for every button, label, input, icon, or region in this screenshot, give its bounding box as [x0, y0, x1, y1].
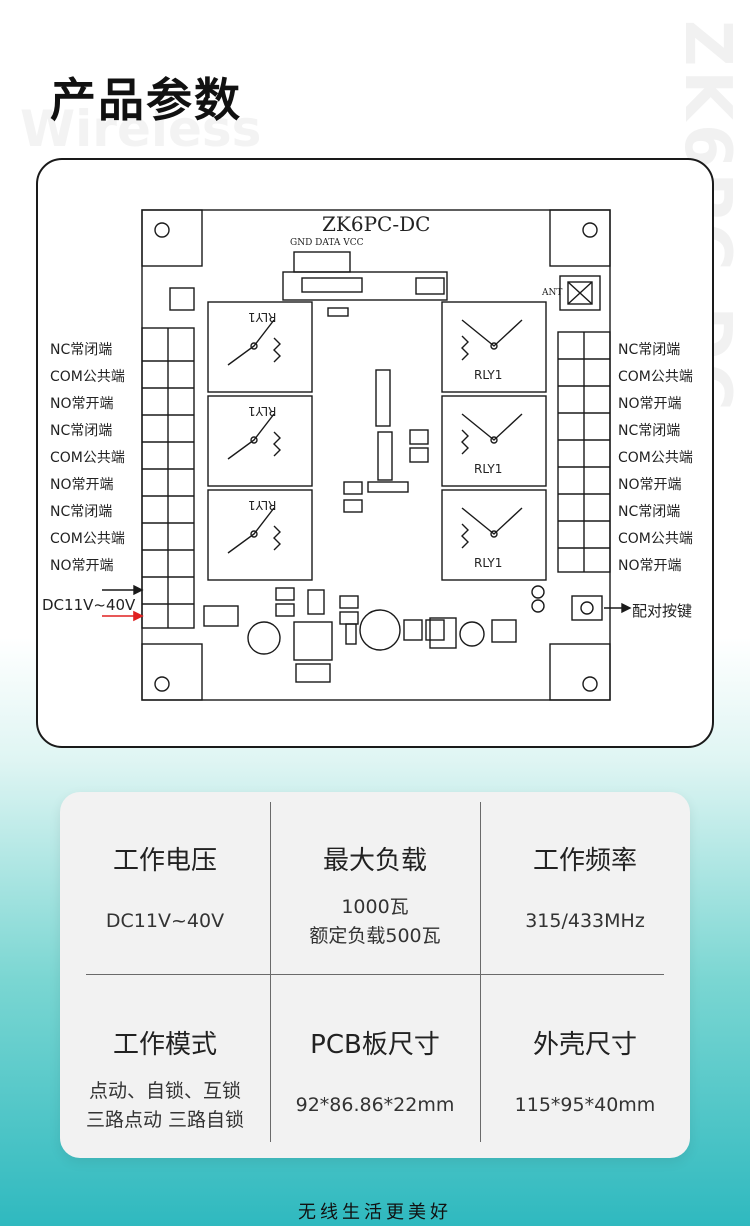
relay-right-3	[441, 489, 547, 581]
divider	[86, 974, 664, 975]
right-terminal-label: COM公共端	[618, 450, 693, 466]
spec-value: 点动、自锁、互锁	[88, 1080, 241, 1102]
left-terminal-label: NO常开端	[50, 558, 114, 574]
ant-label: ANT	[542, 288, 563, 298]
spec-value: 1000瓦	[341, 896, 409, 918]
spec-value: 三路点动 三路自锁	[85, 1109, 245, 1131]
spec-value: 115*95*40mm	[514, 1094, 656, 1116]
left-terminal-label: NC常闭端	[50, 423, 113, 439]
relay-label-left-3: RLY1	[248, 498, 277, 512]
left-terminal-label: COM公共端	[50, 450, 125, 466]
spec-value: 92*86.86*22mm	[295, 1094, 455, 1116]
left-terminal-label: COM公共端	[50, 369, 125, 385]
right-terminal-label: NO常开端	[618, 558, 682, 574]
power-input-label: DC11V~40V	[42, 596, 136, 614]
divider	[480, 802, 481, 1142]
left-terminal-label: NO常开端	[50, 477, 114, 493]
spec-shell-size: 外壳尺寸 115*95*40mm	[480, 1024, 690, 1120]
specs-card: 工作电压 DC11V~40V 最大负载 1000瓦 额定负载500瓦 工作频率 …	[60, 792, 690, 1158]
spec-max-load: 最大负载 1000瓦 额定负载500瓦	[270, 840, 480, 951]
relay-label-2: RLY1	[474, 462, 503, 476]
background-watermark: Wireless	[20, 100, 262, 158]
page-title: 产品参数	[50, 73, 242, 127]
pair-button-label: 配对按键	[632, 602, 693, 620]
spec-value: 315/433MHz	[525, 910, 645, 932]
relay-right-2	[441, 395, 547, 487]
right-terminal-label: NC常闭端	[618, 504, 681, 520]
spec-voltage: 工作电压 DC11V~40V	[60, 840, 270, 936]
board-title: ZK6PC-DC	[322, 212, 431, 236]
spec-title: 工作模式	[112, 1030, 217, 1060]
pcb-diagram	[102, 209, 632, 701]
left-terminal-label: NO常开端	[50, 396, 114, 412]
wiring-diagram-frame: ZK6PC-DC GND DATA VCC ANT RLY1 RLY1 RLY1…	[36, 158, 714, 748]
right-terminal-label: NO常开端	[618, 396, 682, 412]
right-terminal-label: NC常闭端	[618, 342, 681, 358]
spec-value: DC11V~40V	[105, 910, 225, 932]
spec-work-mode: 工作模式 点动、自锁、互锁 三路点动 三路自锁	[60, 1024, 270, 1135]
right-terminal-label: COM公共端	[618, 369, 693, 385]
spec-pcb-size: PCB板尺寸 92*86.86*22mm	[270, 1024, 480, 1120]
right-terminal-label: NO常开端	[618, 477, 682, 493]
relay-label-3: RLY1	[474, 556, 503, 570]
right-terminal-label: NC常闭端	[618, 423, 681, 439]
relay-label-left-1: RLY1	[248, 310, 277, 324]
left-terminal-label: NC常闭端	[50, 342, 113, 358]
relay-left-2	[207, 395, 313, 487]
relay-label-1: RLY1	[474, 368, 503, 382]
right-terminal-label: COM公共端	[618, 531, 693, 547]
spec-title: PCB板尺寸	[310, 1030, 440, 1060]
header-pins-label: GND DATA VCC	[290, 238, 364, 248]
relay-left-3	[207, 489, 313, 581]
left-terminal-label: COM公共端	[50, 531, 125, 547]
spec-title: 外壳尺寸	[532, 1030, 637, 1060]
spec-frequency: 工作频率 315/433MHz	[480, 840, 690, 936]
left-terminal-label: NC常闭端	[50, 504, 113, 520]
divider	[270, 802, 271, 1142]
footer-slogan: 无线生活更美好	[298, 1202, 452, 1223]
relay-right-1	[441, 301, 547, 393]
relay-label-left-2: RLY1	[248, 404, 277, 418]
spec-title: 工作电压	[112, 846, 217, 876]
spec-title: 工作频率	[532, 846, 637, 876]
relay-left-1	[207, 301, 313, 393]
spec-title: 最大负载	[322, 846, 427, 876]
spec-value: 额定负载500瓦	[309, 925, 441, 947]
